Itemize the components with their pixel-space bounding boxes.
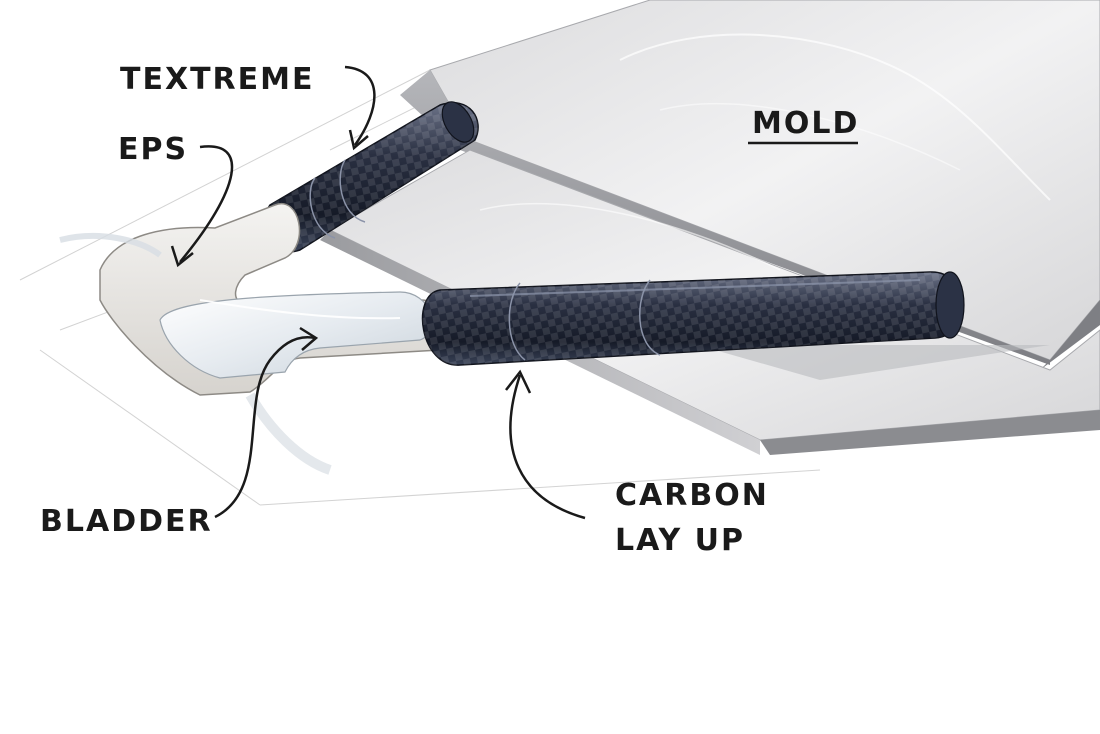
bladder-arrow: [214, 336, 316, 519]
carbon-arrowhead: [505, 369, 532, 394]
textreme-label: TEXTREME: [120, 62, 315, 97]
mold-label: MOLD: [752, 106, 859, 141]
bladder: [59, 232, 433, 475]
bladder-arrowhead: [299, 326, 319, 351]
textreme-label-group: TEXTREME: [120, 62, 376, 151]
textreme-carbon-tube: [263, 101, 479, 253]
eps-label-group: EPS: [118, 132, 234, 268]
bladder-label: BLADDER: [40, 504, 213, 539]
textreme-arrow: [344, 65, 376, 146]
bladder-label-group: BLADDER: [40, 326, 319, 539]
carbon-layup-tube: [421, 271, 965, 366]
carbon-layup-label-group: CARBON LAY UP: [505, 369, 769, 558]
eps-label: EPS: [118, 132, 188, 167]
mold-label-group: MOLD: [748, 106, 859, 145]
eps-arrowhead: [170, 245, 194, 268]
eps-arrow: [179, 145, 234, 263]
carbon-label-line1: CARBON: [615, 478, 769, 513]
textreme-arrowhead: [348, 129, 369, 151]
carbon-arrow: [509, 374, 586, 520]
carbon-label-line2: LAY UP: [615, 523, 745, 558]
